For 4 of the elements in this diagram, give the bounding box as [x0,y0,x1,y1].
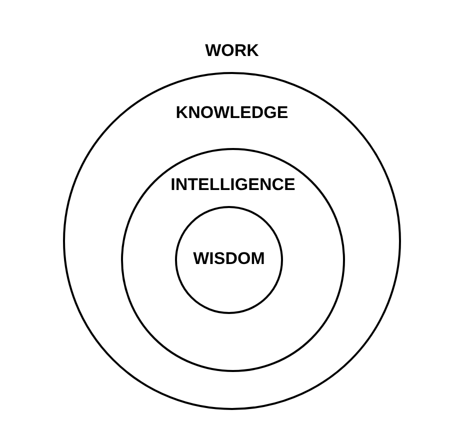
region-label: WORK [205,41,259,61]
circle-label: KNOWLEDGE [176,103,288,123]
circle-label: INTELLIGENCE [170,175,296,195]
circle-label: WISDOM [193,249,265,269]
